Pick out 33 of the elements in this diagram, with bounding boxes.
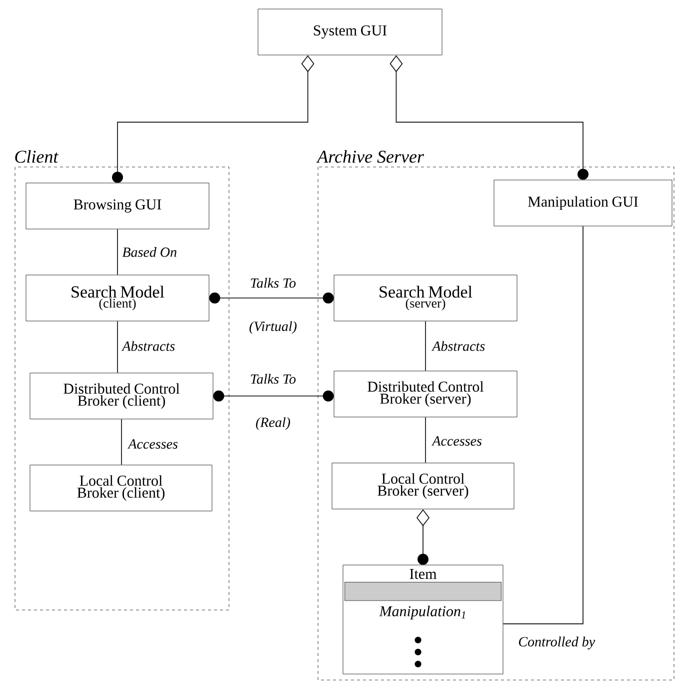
class-box: Distributed Control Broker (server) — [334, 370, 518, 418]
group-title: Client — [15, 150, 59, 163]
group-title: Archive Server — [316, 150, 424, 163]
class-box: Item Manipulation$_{1}$ — [342, 564, 504, 674]
qualifier-label: (Real) — [256, 417, 290, 430]
connector — [117, 228, 118, 276]
connector — [425, 416, 426, 464]
class-box: Manipulation GUI — [494, 180, 672, 226]
edge-label: Abstracts — [431, 341, 485, 351]
class-box: Distributed Control Broker (client) — [30, 372, 214, 420]
edge-label: Accesses — [127, 439, 178, 449]
connector — [121, 418, 122, 466]
edge-label: Abstracts — [121, 341, 175, 351]
connector — [416, 509, 430, 565]
class-box: System GUI — [258, 8, 442, 56]
connector — [425, 320, 426, 372]
edge-label: Accesses — [431, 436, 482, 446]
connector — [390, 55, 588, 180]
connector — [117, 320, 118, 374]
qualifier-label: (Virtual) — [250, 321, 297, 334]
connector — [213, 390, 334, 402]
connector — [112, 55, 314, 183]
edge-label: Controlled by — [519, 636, 596, 650]
edge-label: Talks To — [250, 278, 296, 288]
class-box: Search Model (server) — [334, 274, 518, 322]
class-box: Search Model (client) — [26, 274, 210, 322]
class-box: Local Control Broker (client) — [30, 464, 212, 512]
class-box: Local Control Broker (server) — [332, 462, 514, 510]
edge-label: Based On — [122, 247, 176, 257]
class-box: Browsing GUI — [26, 182, 210, 230]
connector — [502, 226, 584, 624]
edge-label: Talks To — [250, 374, 296, 384]
connector — [209, 292, 334, 304]
